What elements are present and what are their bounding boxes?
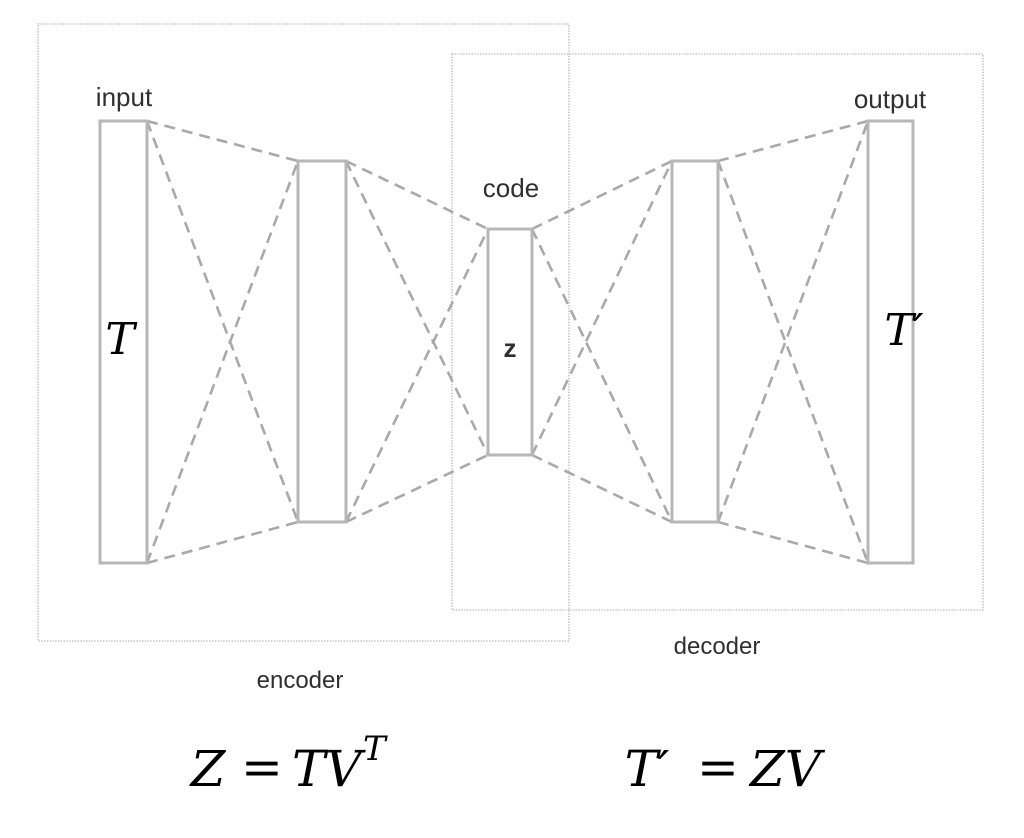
decode-equation-equals: = bbox=[697, 738, 739, 796]
code-label: code bbox=[483, 173, 539, 203]
connection-line bbox=[716, 120, 870, 523]
decoder-hidden-layer bbox=[670, 159, 720, 524]
encode-equation-equals: = bbox=[241, 738, 283, 796]
connection-line bbox=[531, 159, 673, 231]
encode-equation-rhs: TV bbox=[292, 740, 366, 798]
connection-line bbox=[530, 160, 674, 456]
connection-line bbox=[344, 160, 490, 456]
input-layer bbox=[98, 119, 149, 565]
input-label: input bbox=[96, 82, 153, 112]
connection-line bbox=[531, 453, 673, 524]
encoder-connections bbox=[145, 119, 490, 565]
output-label: output bbox=[854, 84, 927, 114]
encoder-label: encoder bbox=[257, 667, 344, 694]
connection-line bbox=[146, 520, 299, 565]
input-matrix-label: T bbox=[105, 314, 138, 365]
code-layer bbox=[486, 227, 534, 457]
encode-equation-lhs: Z bbox=[189, 740, 227, 798]
connection-line bbox=[717, 520, 869, 565]
decoder-box bbox=[451, 53, 984, 611]
decoder-label: decoder bbox=[674, 633, 761, 660]
decode-equation-lhs: T′ bbox=[625, 740, 670, 798]
encode-equation: Z = TV T bbox=[189, 729, 388, 798]
connection-line bbox=[530, 228, 674, 523]
output-matrix-label: T′ bbox=[884, 305, 923, 356]
connection-line bbox=[146, 119, 299, 163]
connection-line bbox=[344, 228, 490, 523]
connection-line bbox=[345, 159, 489, 231]
connection-line bbox=[717, 119, 869, 163]
decoder-connections bbox=[530, 119, 870, 565]
connection-line bbox=[716, 160, 870, 564]
connection-line bbox=[145, 160, 300, 564]
decode-equation: T′ = ZV bbox=[625, 738, 826, 798]
code-variable-label: z bbox=[504, 333, 517, 363]
decode-equation-rhs: ZV bbox=[748, 740, 826, 798]
encode-equation-superscript: T bbox=[363, 729, 388, 769]
connection-line bbox=[145, 120, 300, 523]
output-layer bbox=[866, 119, 915, 565]
connection-line bbox=[345, 453, 489, 524]
encoder-hidden-layer bbox=[296, 159, 348, 524]
